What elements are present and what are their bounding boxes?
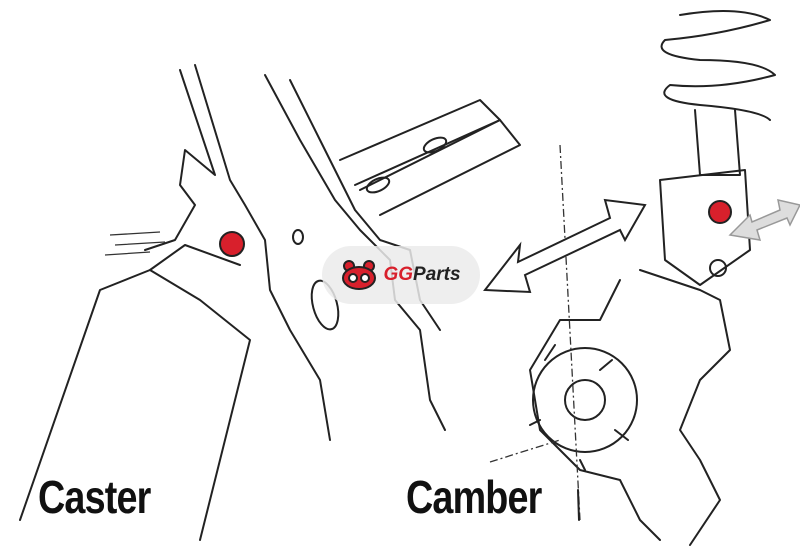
brand-prefix: GG — [383, 264, 414, 285]
ggparts-watermark: GGParts — [322, 246, 480, 304]
caster-frame-drawing — [19, 64, 521, 541]
camber-label: Camber — [406, 471, 542, 523]
double-arrow-camber — [483, 198, 647, 294]
caster-label: Caster — [38, 471, 151, 523]
ggparts-mascot-icon — [342, 260, 377, 290]
caster-adjust-bolt — [219, 231, 245, 257]
ggparts-logo-text: GGParts — [383, 264, 460, 286]
brand-suffix: Parts — [413, 264, 461, 285]
double-arrow-gray — [728, 199, 800, 241]
camber-adjust-bolt — [708, 200, 732, 224]
camber-strut-drawing — [489, 10, 776, 546]
